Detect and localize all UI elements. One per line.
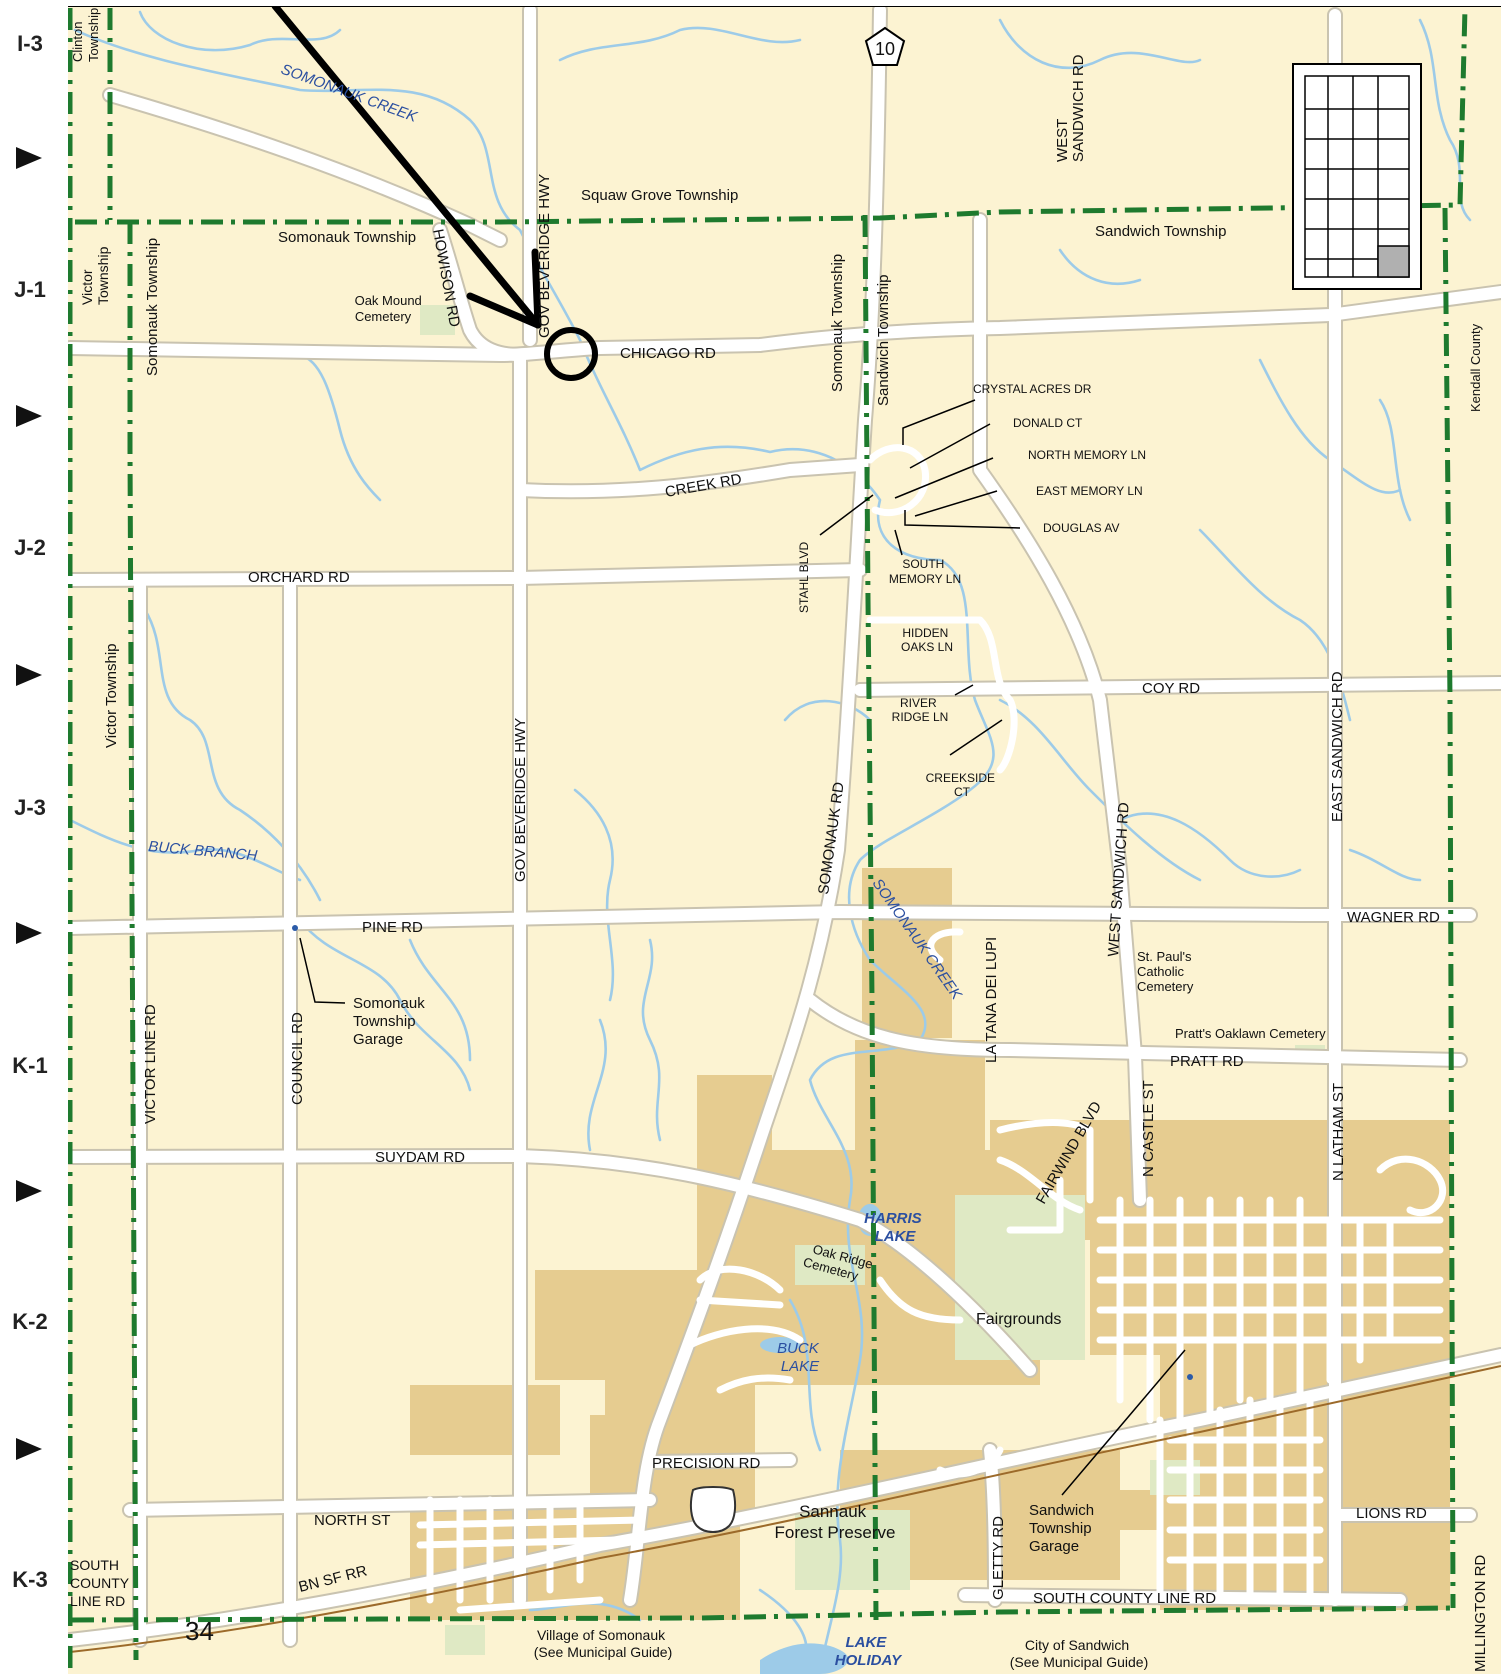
street-label: DOUGLAS AV <box>1043 521 1119 535</box>
street-label: HIDDEN OAKS LN <box>901 626 953 654</box>
road-label: SOUTH COUNTY LINE RD <box>1033 1590 1216 1607</box>
township-label: Victor Township <box>79 246 111 305</box>
township-label: Sandwich Township <box>1095 223 1226 240</box>
grid-label-j1: J-1 <box>14 277 46 302</box>
grid-next-arrow[interactable] <box>16 1438 42 1460</box>
township-label: Somonauk Township <box>144 238 161 376</box>
place-label: Sannauk Forest Preserve <box>775 1502 896 1542</box>
grid-label-k2: K-2 <box>12 1309 48 1334</box>
road-label: WAGNER RD <box>1347 909 1440 926</box>
place-label: Somonauk Township Garage <box>353 995 429 1048</box>
street-label: SOUTH MEMORY LN <box>889 557 961 586</box>
township-label: Victor Township <box>103 643 120 748</box>
road-label: N CASTLE ST <box>1140 1080 1157 1177</box>
township-label: Somonauk Township <box>829 254 846 392</box>
road-label: STAHL BLVD <box>797 542 811 613</box>
street-label: NORTH MEMORY LN <box>1028 448 1146 462</box>
place-label: Village of Somonauk (See Municipal Guide… <box>534 1627 673 1660</box>
place-label: City of Sandwich (See Municipal Guide) <box>1010 1637 1149 1670</box>
road-label: VICTOR LINE RD <box>142 1004 159 1124</box>
township-labels: Clinton Township Squaw Grove Township So… <box>70 8 1483 748</box>
railroad <box>69 1365 1501 1653</box>
location-circle[interactable] <box>544 327 598 381</box>
grid-next-arrow[interactable] <box>16 1180 42 1202</box>
grid-label-j3: J-3 <box>14 795 46 820</box>
water-label: LAKE HOLIDAY <box>835 1634 903 1669</box>
township-label: Squaw Grove Township <box>581 187 738 204</box>
place-label: St. Paul's Catholic Cemetery <box>1137 949 1195 994</box>
water-label: BUCK LAKE <box>777 1340 823 1375</box>
road-label: PINE RD <box>362 919 423 936</box>
grid-next-arrow[interactable] <box>16 147 42 169</box>
grid-label-k3: K-3 <box>12 1567 48 1592</box>
road-label: GOV BEVERIDGE HWY <box>512 718 529 882</box>
place-label: Fairgrounds <box>976 1311 1061 1328</box>
road-label: COUNCIL RD <box>289 1012 306 1105</box>
lakes <box>760 1204 882 1674</box>
road-label: MILLINGTON RD <box>1472 1555 1489 1672</box>
street-label: CRYSTAL ACRES DR <box>973 382 1092 396</box>
road-label: N LATHAM ST <box>1330 1083 1347 1181</box>
place-labels: Oak Mound Cemetery Oak Ridge Cemetery St… <box>353 293 1326 1670</box>
place-label: Oak Mound Cemetery <box>355 293 426 324</box>
grid-label-j2: J-2 <box>14 535 46 560</box>
grid-next-arrow[interactable] <box>16 664 42 686</box>
locator-inset <box>1292 63 1422 290</box>
garage-marker <box>1187 1374 1193 1380</box>
road-label: PRECISION RD <box>652 1455 761 1472</box>
grid-next-arrow[interactable] <box>16 922 42 944</box>
grid-label-i3: I-3 <box>17 31 43 56</box>
road-label: LIONS RD <box>1356 1505 1427 1522</box>
grid-next-arrow[interactable] <box>16 405 42 427</box>
township-label: Sandwich Township <box>875 275 892 406</box>
street-label: RIVER RIDGE LN <box>892 696 949 724</box>
township-label: Clinton Township <box>70 8 101 62</box>
place-label: Sandwich Township Garage <box>1029 1502 1098 1555</box>
township-label: Kendall County <box>1468 323 1483 412</box>
leader-lines <box>299 399 1186 1496</box>
road-label: LA TANA DEI LUPI <box>983 937 1000 1063</box>
road-label: CHICAGO RD <box>620 345 716 362</box>
street-callouts: CRYSTAL ACRES DR DONALD CT NORTH MEMORY … <box>889 382 1146 799</box>
svg-text:10: 10 <box>875 39 895 59</box>
road-label: COY RD <box>1142 680 1200 697</box>
road-label: ORCHARD RD <box>248 569 350 586</box>
road-label: GOV BEVERIDGE HWY <box>536 174 553 338</box>
township-label: Somonauk Township <box>278 229 416 246</box>
township-boundaries <box>68 7 1468 1674</box>
road-label: SUYDAM RD <box>375 1149 465 1166</box>
street-label: DONALD CT <box>1013 416 1083 430</box>
street-label: CREEKSIDE CT <box>926 771 999 799</box>
us-route-shield <box>689 1486 737 1533</box>
water-label: HARRIS LAKE <box>864 1210 926 1245</box>
road-label: SOUTH COUNTY LINE RD <box>70 1557 133 1609</box>
garage-marker <box>292 925 298 931</box>
page-number: 34 <box>185 1616 214 1646</box>
highlight-arrow <box>271 6 542 329</box>
place-label: Pratt's Oaklawn Cemetery <box>1175 1026 1326 1041</box>
grid-label-k1: K-1 <box>12 1053 48 1078</box>
street-label: EAST MEMORY LN <box>1036 484 1143 498</box>
road-label: WEST SANDWICH RD <box>1054 54 1087 162</box>
route-10-shield: 10 <box>864 26 906 66</box>
road-label: NORTH ST <box>314 1512 390 1529</box>
road-label: PRATT RD <box>1170 1053 1244 1070</box>
road-label: EAST SANDWICH RD <box>1329 671 1346 822</box>
parks <box>420 305 1325 1655</box>
road-label: GLETTY RD <box>990 1516 1007 1600</box>
